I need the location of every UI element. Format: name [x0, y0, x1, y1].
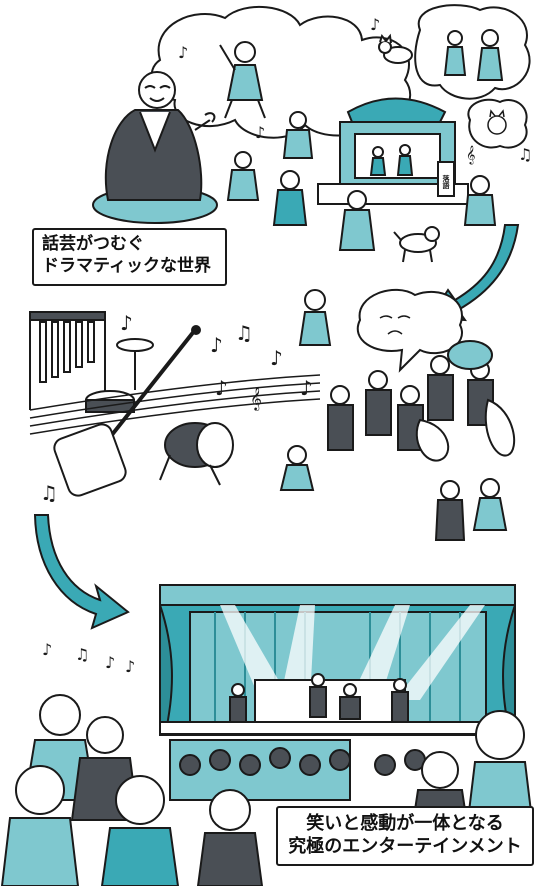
crowd-icon: [226, 111, 497, 251]
music-staff-icon: [29, 374, 321, 435]
flow-arrow-1: [428, 224, 520, 322]
dog-icon: [393, 226, 440, 263]
speech-bubble-right: [414, 4, 531, 100]
storyteller-icon: [92, 71, 218, 224]
spotlight-icon: [220, 605, 485, 700]
svg-text:♪: ♪: [270, 346, 283, 370]
flow-arrow-2: [33, 514, 130, 630]
svg-text:♪: ♪: [42, 640, 52, 659]
svg-text:♪: ♪: [105, 653, 115, 672]
dancing-children-icon: [279, 445, 508, 541]
caption-bottom-line1: 笑いと感動が一体となる: [306, 813, 504, 834]
svg-text:♪: ♪: [300, 376, 313, 400]
svg-text:♪: ♪: [255, 123, 265, 142]
svg-text:♪: ♪: [215, 376, 228, 400]
cat-face-icon: [487, 109, 507, 135]
svg-text:♫: ♫: [518, 145, 532, 164]
svg-text:♪: ♪: [125, 657, 135, 676]
caption-top-line1: 話芸がつむぐ: [42, 234, 144, 254]
stage-sign: 落語: [442, 174, 451, 190]
music-note-icon: ♪ ♫ ♪ ♪: [42, 640, 135, 676]
svg-text:♫: ♫: [235, 321, 253, 345]
orchestra-icon: [327, 340, 516, 462]
svg-text:♪: ♪: [210, 333, 223, 357]
svg-text:♪: ♪: [120, 311, 133, 335]
flying-child-icon: [298, 289, 332, 346]
stage-performers-icon: [159, 673, 516, 735]
caption-top: 話芸がつむぐ ドラマティックな世界: [32, 228, 227, 286]
music-note-icon: ♪ ♫ ♪ 𝄞 ♪ ♫ ♪ ♪: [40, 311, 313, 505]
villager-icon: [443, 29, 504, 81]
caption-bottom: 笑いと感動が一体となる 究極のエンターテインメント: [276, 806, 534, 866]
speech-bubble-emoji: [356, 288, 463, 373]
crying-face-icon: [379, 315, 411, 335]
puppet-theater-icon: 落語: [317, 97, 469, 205]
svg-text:♪: ♪: [370, 15, 380, 34]
caption-bottom-line2: 究極のエンターテインメント: [288, 836, 522, 858]
shamisen-icon: [53, 325, 201, 497]
music-note-icon: ♪ ♪ ♪ ♫ 𝄞: [178, 15, 532, 165]
caption-top-line2: ドラマティックな世界: [42, 255, 211, 276]
cat-icon: [378, 33, 413, 64]
taiko-drum-icon: [159, 422, 234, 486]
svg-text:𝄞: 𝄞: [250, 386, 262, 411]
chimes-icon: [29, 311, 106, 410]
samurai-icon: [219, 41, 266, 119]
svg-text:𝄞: 𝄞: [466, 145, 475, 165]
svg-text:♫: ♫: [40, 481, 58, 505]
svg-text:♫: ♫: [75, 645, 89, 664]
svg-text:♪: ♪: [178, 43, 188, 62]
